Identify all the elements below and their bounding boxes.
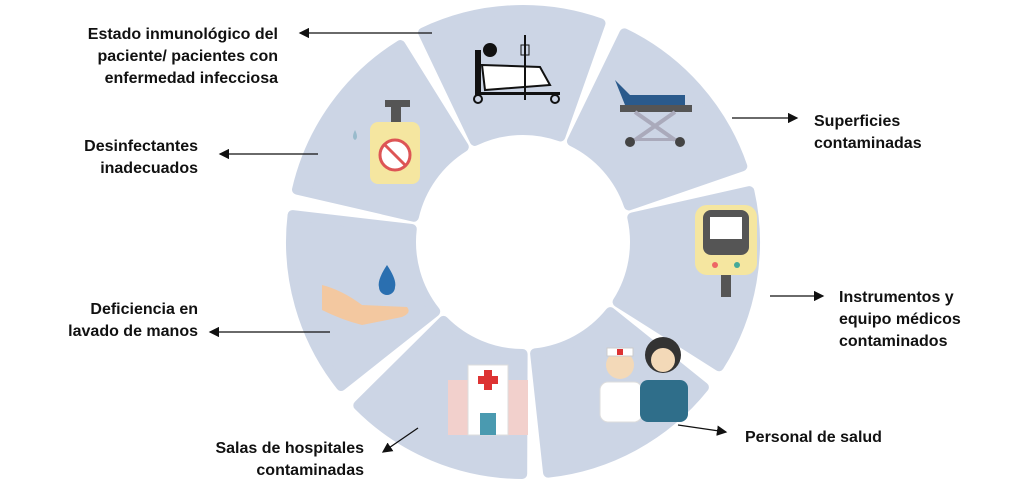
- label-contaminated-rooms: Salas de hospitales contaminadas: [215, 440, 364, 479]
- label-handwashing-deficiency: Deficiencia en lavado de manos: [68, 301, 198, 340]
- patient-bed-icon: [473, 35, 560, 104]
- ring-segment-5: [286, 210, 441, 392]
- ring-segment-1: [566, 28, 748, 211]
- label-contaminated-instruments: Instrumentos y equipo médicos contaminad…: [839, 289, 961, 350]
- arrow-3: [677, 424, 728, 436]
- label-inadequate-disinfectants: Desinfectantes inadecuados: [84, 138, 198, 177]
- health-staff-icon: [599, 337, 688, 423]
- stretcher-icon: [615, 80, 692, 147]
- hand-water-drop-icon: [322, 265, 409, 325]
- glucometer-icon: [695, 205, 757, 297]
- ring-segment-4: [353, 315, 528, 479]
- label-immune-status: Estado inmunológico del paciente/ pacien…: [87, 26, 278, 87]
- hospital-icon: [448, 364, 528, 436]
- label-health-staff: Personal de salud: [745, 429, 882, 446]
- arrow-4: [381, 427, 419, 453]
- sanitizer-bottle-icon: [353, 100, 420, 184]
- label-contaminated-surfaces: Superficies contaminadas: [814, 113, 922, 152]
